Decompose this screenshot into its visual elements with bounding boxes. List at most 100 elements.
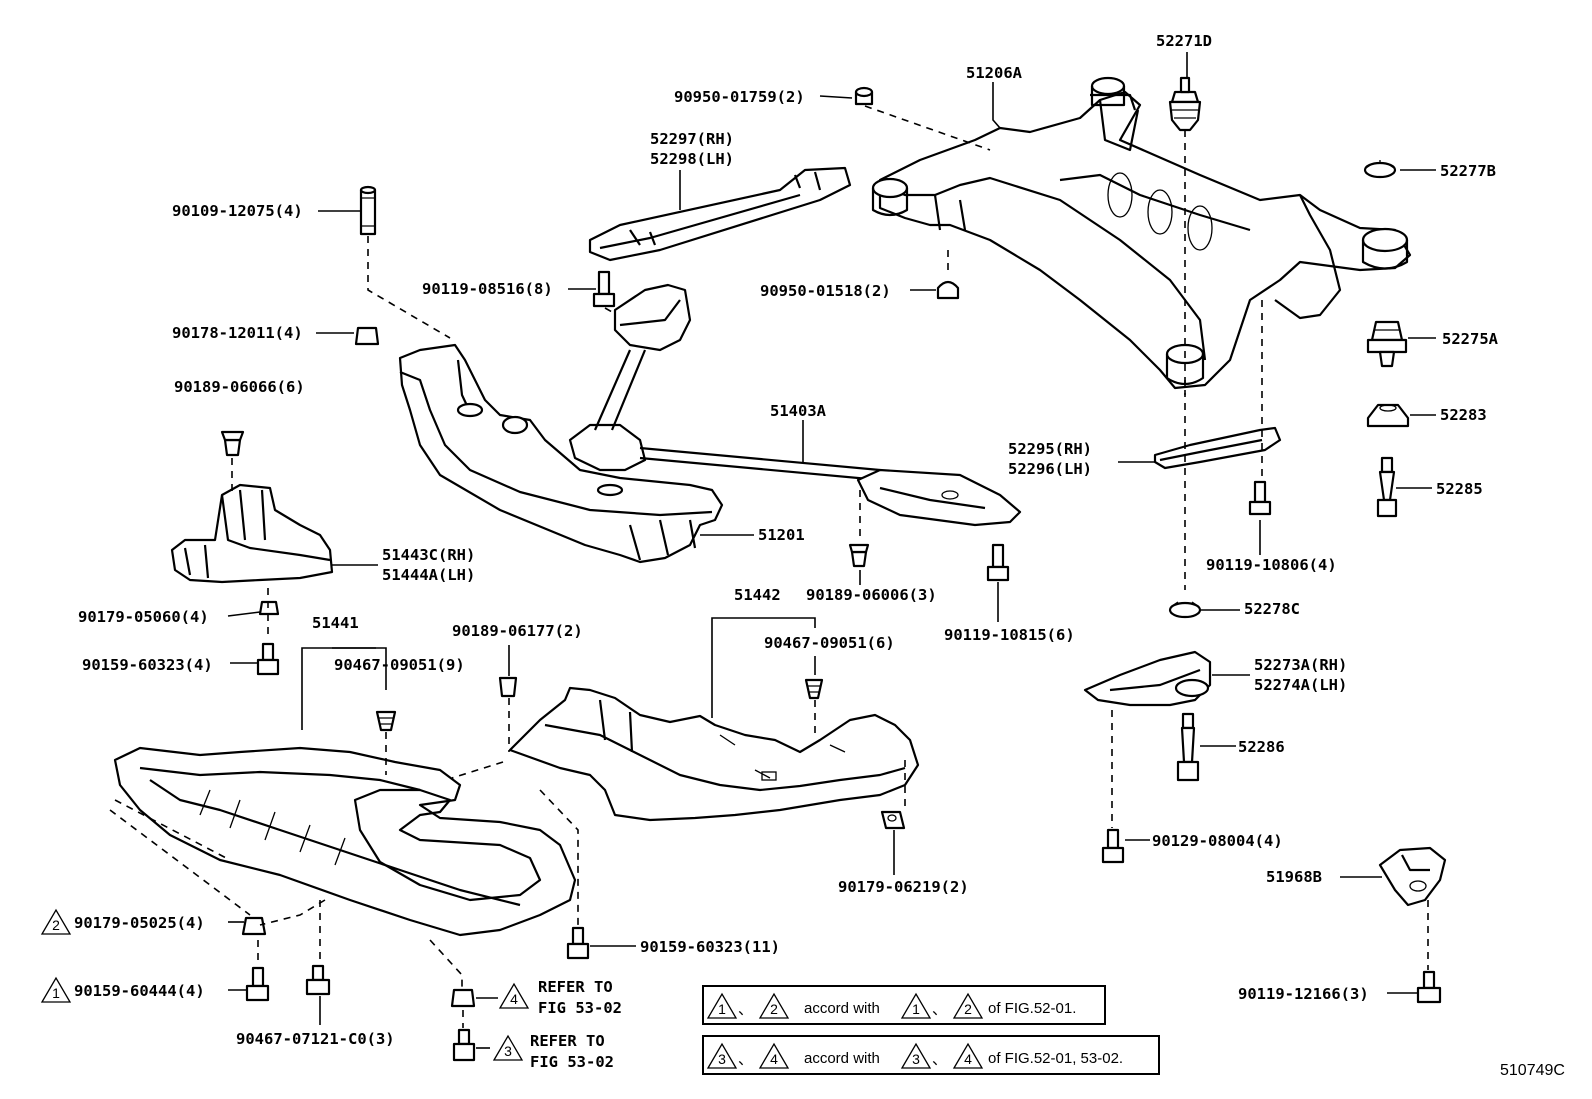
dashed-guides	[109, 105, 1429, 1028]
svg-text:、: 、	[932, 1051, 947, 1068]
bolt-90159-60323-b	[566, 926, 590, 960]
label-90467-07121: 90467-07121-C0(3)	[236, 1030, 395, 1048]
washer-52277b	[1363, 160, 1397, 179]
figure-code: 510749C	[1500, 1062, 1565, 1079]
svg-text:2: 2	[770, 1001, 778, 1017]
label-90119-08516: 90119-08516(8)	[422, 280, 553, 298]
nut-90179-05060	[258, 600, 280, 616]
label-90467-09051-9: 90467-09051(9)	[334, 656, 465, 674]
triangle-marker-4: 4	[498, 982, 530, 1009]
label-90189-06006: 90189-06006(3)	[806, 586, 937, 604]
label-52285: 52285	[1436, 480, 1483, 498]
washer-52278c	[1168, 601, 1202, 619]
shield-51443c	[170, 483, 334, 584]
legend-box-2: 3 、 4 accord with 3 、 4 of FIG.52-01, 53…	[702, 1035, 1160, 1075]
label-52286: 52286	[1238, 738, 1285, 756]
label-90119-10815: 90119-10815(6)	[944, 626, 1075, 644]
part-labels: 52271D 51206A 90950-01759(2) 52297(RH) 5…	[74, 32, 1499, 1071]
legend-2-tail: of FIG.52-01, 53-02.	[988, 1050, 1123, 1067]
crossmember-51201	[398, 343, 724, 564]
bolt-90119-08516	[592, 270, 616, 308]
label-90179-05025: 90179-05025(4)	[74, 914, 205, 932]
svg-text:3: 3	[912, 1051, 920, 1067]
label-90467-09051-6: 90467-09051(6)	[764, 634, 895, 652]
clip-90467-09051-a	[804, 678, 824, 700]
arm-52295	[1153, 426, 1282, 470]
label-90119-12166: 90119-12166(3)	[1238, 985, 1369, 1003]
brace-51403a	[568, 283, 1022, 527]
label-52273a: 52273A(RH)	[1254, 656, 1347, 674]
bolt-52271d	[1168, 76, 1202, 132]
label-refer2-line1: REFER TO	[530, 1032, 605, 1050]
clip-90467-09051-b	[375, 710, 397, 732]
bolt-90467-07121	[305, 964, 331, 996]
nut-90178-12011	[354, 326, 380, 346]
mount-52275a	[1366, 320, 1408, 368]
svg-text:3: 3	[718, 1051, 726, 1067]
triangle-marker-2: 2	[40, 908, 72, 935]
bolt-52285	[1376, 456, 1398, 518]
label-51441: 51441	[312, 614, 359, 632]
label-refer1-line2: FIG 53-02	[538, 999, 622, 1017]
label-52278c: 52278C	[1244, 600, 1300, 618]
triangle-marker-3: 3	[492, 1034, 524, 1061]
label-90129-08004: 90129-08004(4)	[1152, 832, 1283, 850]
svg-text:2: 2	[964, 1001, 972, 1017]
svg-text:4: 4	[510, 991, 518, 1007]
svg-text:4: 4	[770, 1051, 778, 1067]
label-51443c: 51443C(RH)	[382, 546, 475, 564]
legend-1-tail: of FIG.52-01.	[988, 1000, 1076, 1017]
clip-90189-06006	[848, 543, 870, 568]
label-90189-06066: 90189-06066(6)	[174, 378, 305, 396]
label-90159-60323-4: 90159-60323(4)	[82, 656, 213, 674]
bolt-90129-08004	[1101, 828, 1125, 864]
clip-90189-06066	[220, 430, 245, 457]
label-52277b: 52277B	[1440, 162, 1496, 180]
label-90189-06177: 90189-06177(2)	[452, 622, 583, 640]
bolt-90119-12166	[1416, 970, 1442, 1004]
label-51403a: 51403A	[770, 402, 827, 420]
legend-box-1: 1 、 2 accord with 1 、 2 of FIG.52-01.	[702, 985, 1106, 1025]
crossmember-51206a	[871, 76, 1412, 390]
label-90950-01759: 90950-01759(2)	[674, 88, 805, 106]
label-refer2-line2: FIG 53-02	[530, 1053, 614, 1071]
clip-90189-06177	[498, 676, 518, 698]
label-51201: 51201	[758, 526, 805, 544]
triangle-marker-1: 1	[40, 976, 72, 1003]
nut-refer-4	[450, 988, 476, 1008]
svg-text:2: 2	[52, 917, 60, 933]
label-51968b: 51968B	[1266, 868, 1322, 886]
triangle-markers: 2 1 4 3	[40, 908, 530, 1061]
svg-text:、: 、	[738, 1051, 753, 1068]
undercover-51441	[113, 746, 577, 937]
label-90179-06219: 90179-06219(2)	[838, 878, 969, 896]
svg-text:、: 、	[932, 1001, 947, 1018]
label-90950-01518: 90950-01518(2)	[760, 282, 891, 300]
brace-52297	[588, 166, 852, 262]
bolt-90119-10815	[986, 543, 1010, 582]
label-90159-60444: 90159-60444(4)	[74, 982, 205, 1000]
label-52298: 52298(LH)	[650, 150, 734, 168]
bolt-90119-10806	[1248, 480, 1272, 516]
svg-text:1: 1	[912, 1001, 920, 1017]
nut-90179-06219	[880, 810, 906, 830]
svg-text:1: 1	[718, 1001, 726, 1017]
undercover-51442	[508, 686, 920, 822]
svg-text:、: 、	[738, 1001, 753, 1018]
label-90109-12075: 90109-12075(4)	[172, 202, 303, 220]
bolt-90159-60444	[245, 966, 270, 1002]
svg-text:1: 1	[52, 985, 60, 1001]
label-52274a: 52274A(LH)	[1254, 676, 1347, 694]
bolt-52286	[1176, 712, 1200, 782]
label-90159-60323-11: 90159-60323(11)	[640, 938, 780, 956]
legend-1-mid: accord with	[804, 1000, 880, 1017]
label-52296: 52296(LH)	[1008, 460, 1092, 478]
nut-90950-01759	[854, 86, 874, 106]
label-52271d: 52271D	[1156, 32, 1212, 50]
label-51442: 51442	[734, 586, 781, 604]
bracket-51968b	[1378, 846, 1447, 907]
bolt-refer-3	[452, 1028, 476, 1062]
stud-90109-12075	[359, 185, 377, 236]
svg-text:3: 3	[504, 1043, 512, 1059]
